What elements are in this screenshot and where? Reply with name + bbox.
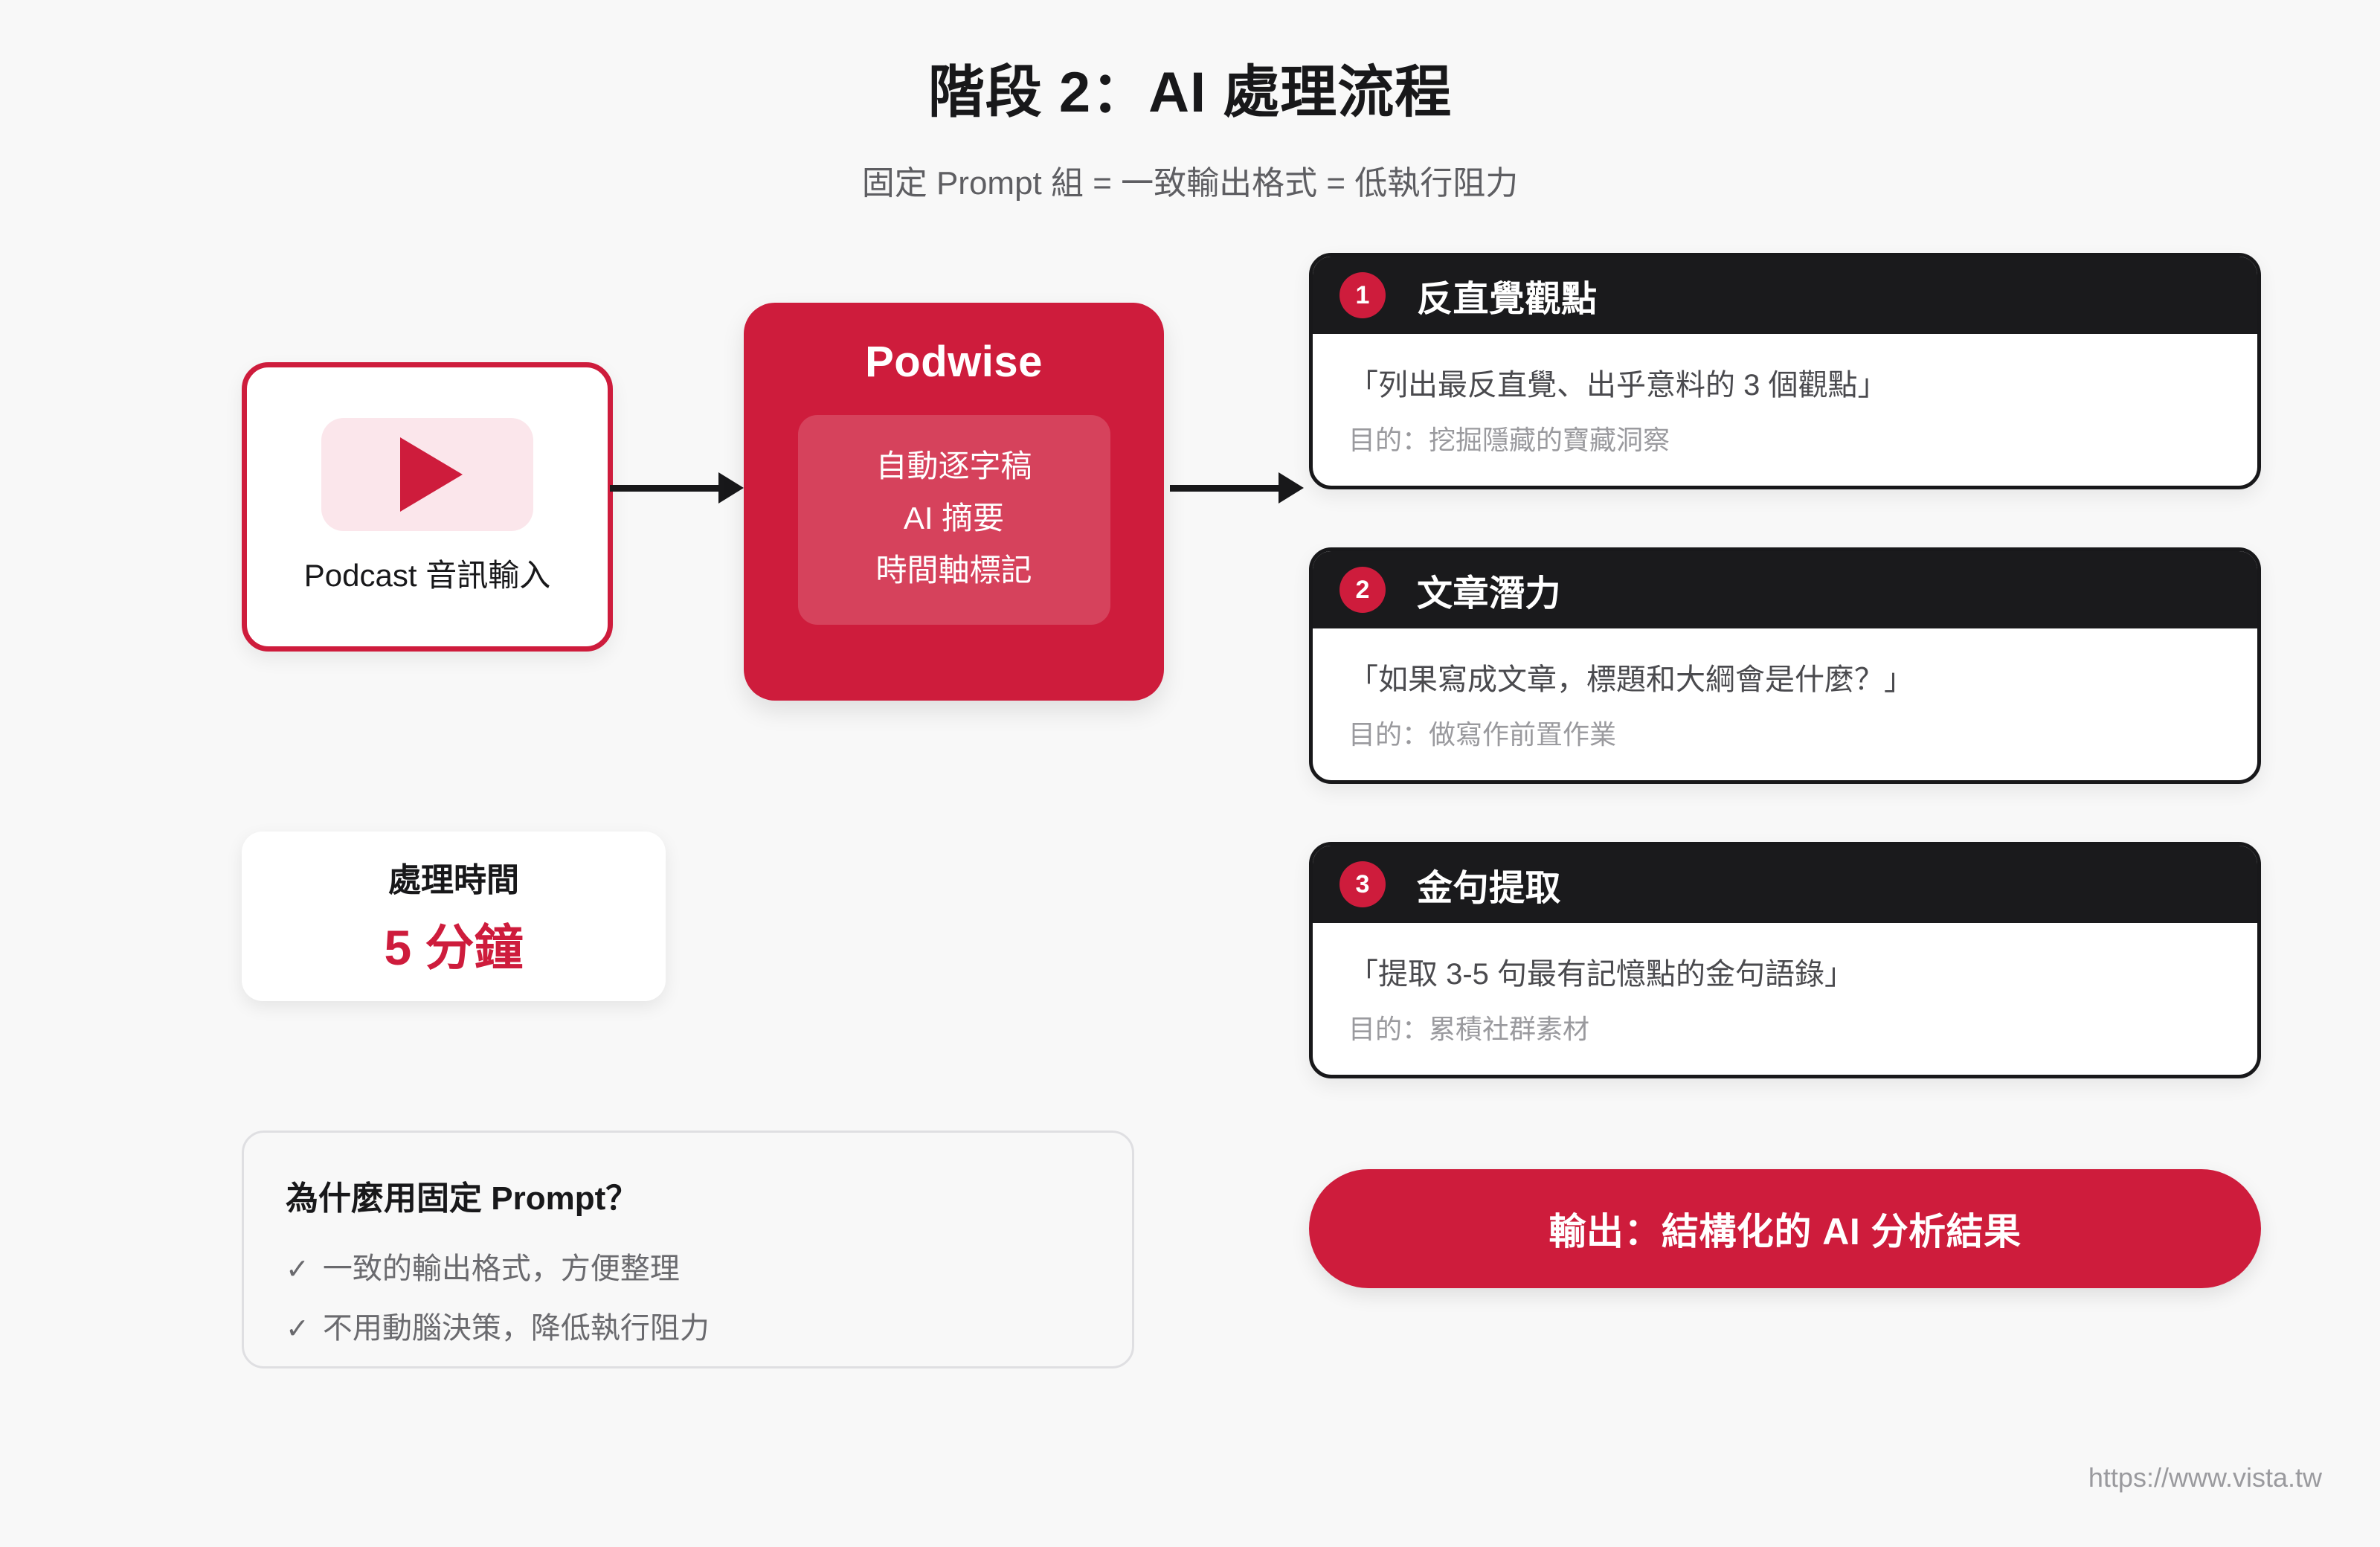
prompt-card-prompt: 「列出最反直覺、出乎意料的 3 個觀點」	[1348, 369, 1888, 402]
why-item-label: 不用動腦決策，降低執行阻力	[322, 1312, 710, 1345]
status-badge: 1	[1339, 272, 1386, 318]
arrow-shaft	[610, 484, 718, 492]
prompt-card-title: 文章潛力	[1417, 574, 1562, 614]
prompt-card-prompt: 「如果寫成文章，標題和大綱會是什麼？」	[1348, 663, 1914, 696]
arrow-shaft	[1170, 484, 1279, 492]
why-item-label: 一致的輸出格式，方便整理	[322, 1252, 680, 1285]
arrow-podwise-to-outputs-icon	[1170, 472, 1304, 504]
check-icon: ✓	[286, 1313, 309, 1345]
podwise-node: Podwise 自動逐字稿 AI 摘要 時間軸標記	[744, 303, 1164, 701]
play-icon	[321, 418, 533, 531]
prompt-card-header: 3 金句提取	[1313, 846, 2257, 923]
input-node-label: Podcast 音訊輸入	[303, 558, 551, 593]
processing-time-label: 處理時間	[388, 862, 519, 898]
why-fixed-prompt-box: 為什麼用固定 Prompt？ ✓ 一致的輸出格式，方便整理 ✓ 不用動腦決策，降…	[242, 1130, 1134, 1368]
list-item: ✓ 一致的輸出格式，方便整理	[286, 1244, 1090, 1287]
processing-time-value: 5 分鐘	[384, 920, 524, 975]
podwise-feature: AI 摘要	[903, 501, 1005, 536]
prompt-card-prompt: 「提取 3-5 句最有記憶點的金句語錄」	[1348, 958, 1855, 991]
status-badge: 2	[1339, 567, 1386, 613]
prompt-card-purpose: 目的：做寫作前置作業	[1348, 719, 1617, 750]
check-icon: ✓	[286, 1254, 309, 1285]
podwise-title: Podwise	[865, 338, 1043, 386]
page-subtitle: 固定 Prompt 組 = 一致輸出格式 = 低執行阻力	[861, 165, 1519, 202]
status-badge: 3	[1339, 861, 1386, 907]
input-node-podcast: Podcast 音訊輸入	[242, 362, 613, 652]
footer-url: https://www.vista.tw	[2088, 1462, 2322, 1493]
arrow-head	[718, 472, 744, 504]
prompt-card-2: 2 文章潛力 「如果寫成文章，標題和大綱會是什麼？」 目的：做寫作前置作業	[1309, 547, 2261, 784]
prompt-card-purpose: 目的：挖掘隱藏的寶藏洞察	[1348, 425, 1670, 455]
podwise-feature-panel: 自動逐字稿 AI 摘要 時間軸標記	[797, 415, 1110, 625]
prompt-card-body: 「列出最反直覺、出乎意料的 3 個觀點」 目的：挖掘隱藏的寶藏洞察	[1313, 334, 2257, 486]
output-summary-pill: 輸出：結構化的 AI 分析結果	[1309, 1169, 2261, 1288]
why-fixed-prompt-title: 為什麼用固定 Prompt？	[286, 1180, 639, 1217]
prompt-card-title: 金句提取	[1417, 869, 1562, 908]
prompt-card-3: 3 金句提取 「提取 3-5 句最有記憶點的金句語錄」 目的：累積社群素材	[1309, 842, 2261, 1078]
prompt-card-body: 「提取 3-5 句最有記憶點的金句語錄」 目的：累積社群素材	[1313, 923, 2257, 1075]
arrow-input-to-podwise-icon	[610, 472, 744, 504]
arrow-head	[1279, 472, 1304, 504]
prompt-card-purpose: 目的：累積社群素材	[1348, 1014, 1590, 1044]
prompt-card-body: 「如果寫成文章，標題和大綱會是什麼？」 目的：做寫作前置作業	[1313, 628, 2257, 780]
prompt-card-1: 1 反直覺觀點 「列出最反直覺、出乎意料的 3 個觀點」 目的：挖掘隱藏的寶藏洞…	[1309, 253, 2261, 489]
page-title: 階段 2：AI 處理流程	[927, 61, 1453, 124]
processing-time-card: 處理時間 5 分鐘	[242, 832, 666, 1001]
list-item: ✓ 不用動腦決策，降低執行阻力	[286, 1304, 1090, 1347]
prompt-card-header: 1 反直覺觀點	[1313, 257, 2257, 334]
podwise-feature: 時間軸標記	[875, 553, 1032, 588]
play-triangle-icon	[399, 437, 463, 512]
prompt-card-title: 反直覺觀點	[1417, 280, 1598, 319]
prompt-card-header: 2 文章潛力	[1313, 551, 2257, 628]
podwise-feature: 自動逐字稿	[875, 448, 1032, 483]
